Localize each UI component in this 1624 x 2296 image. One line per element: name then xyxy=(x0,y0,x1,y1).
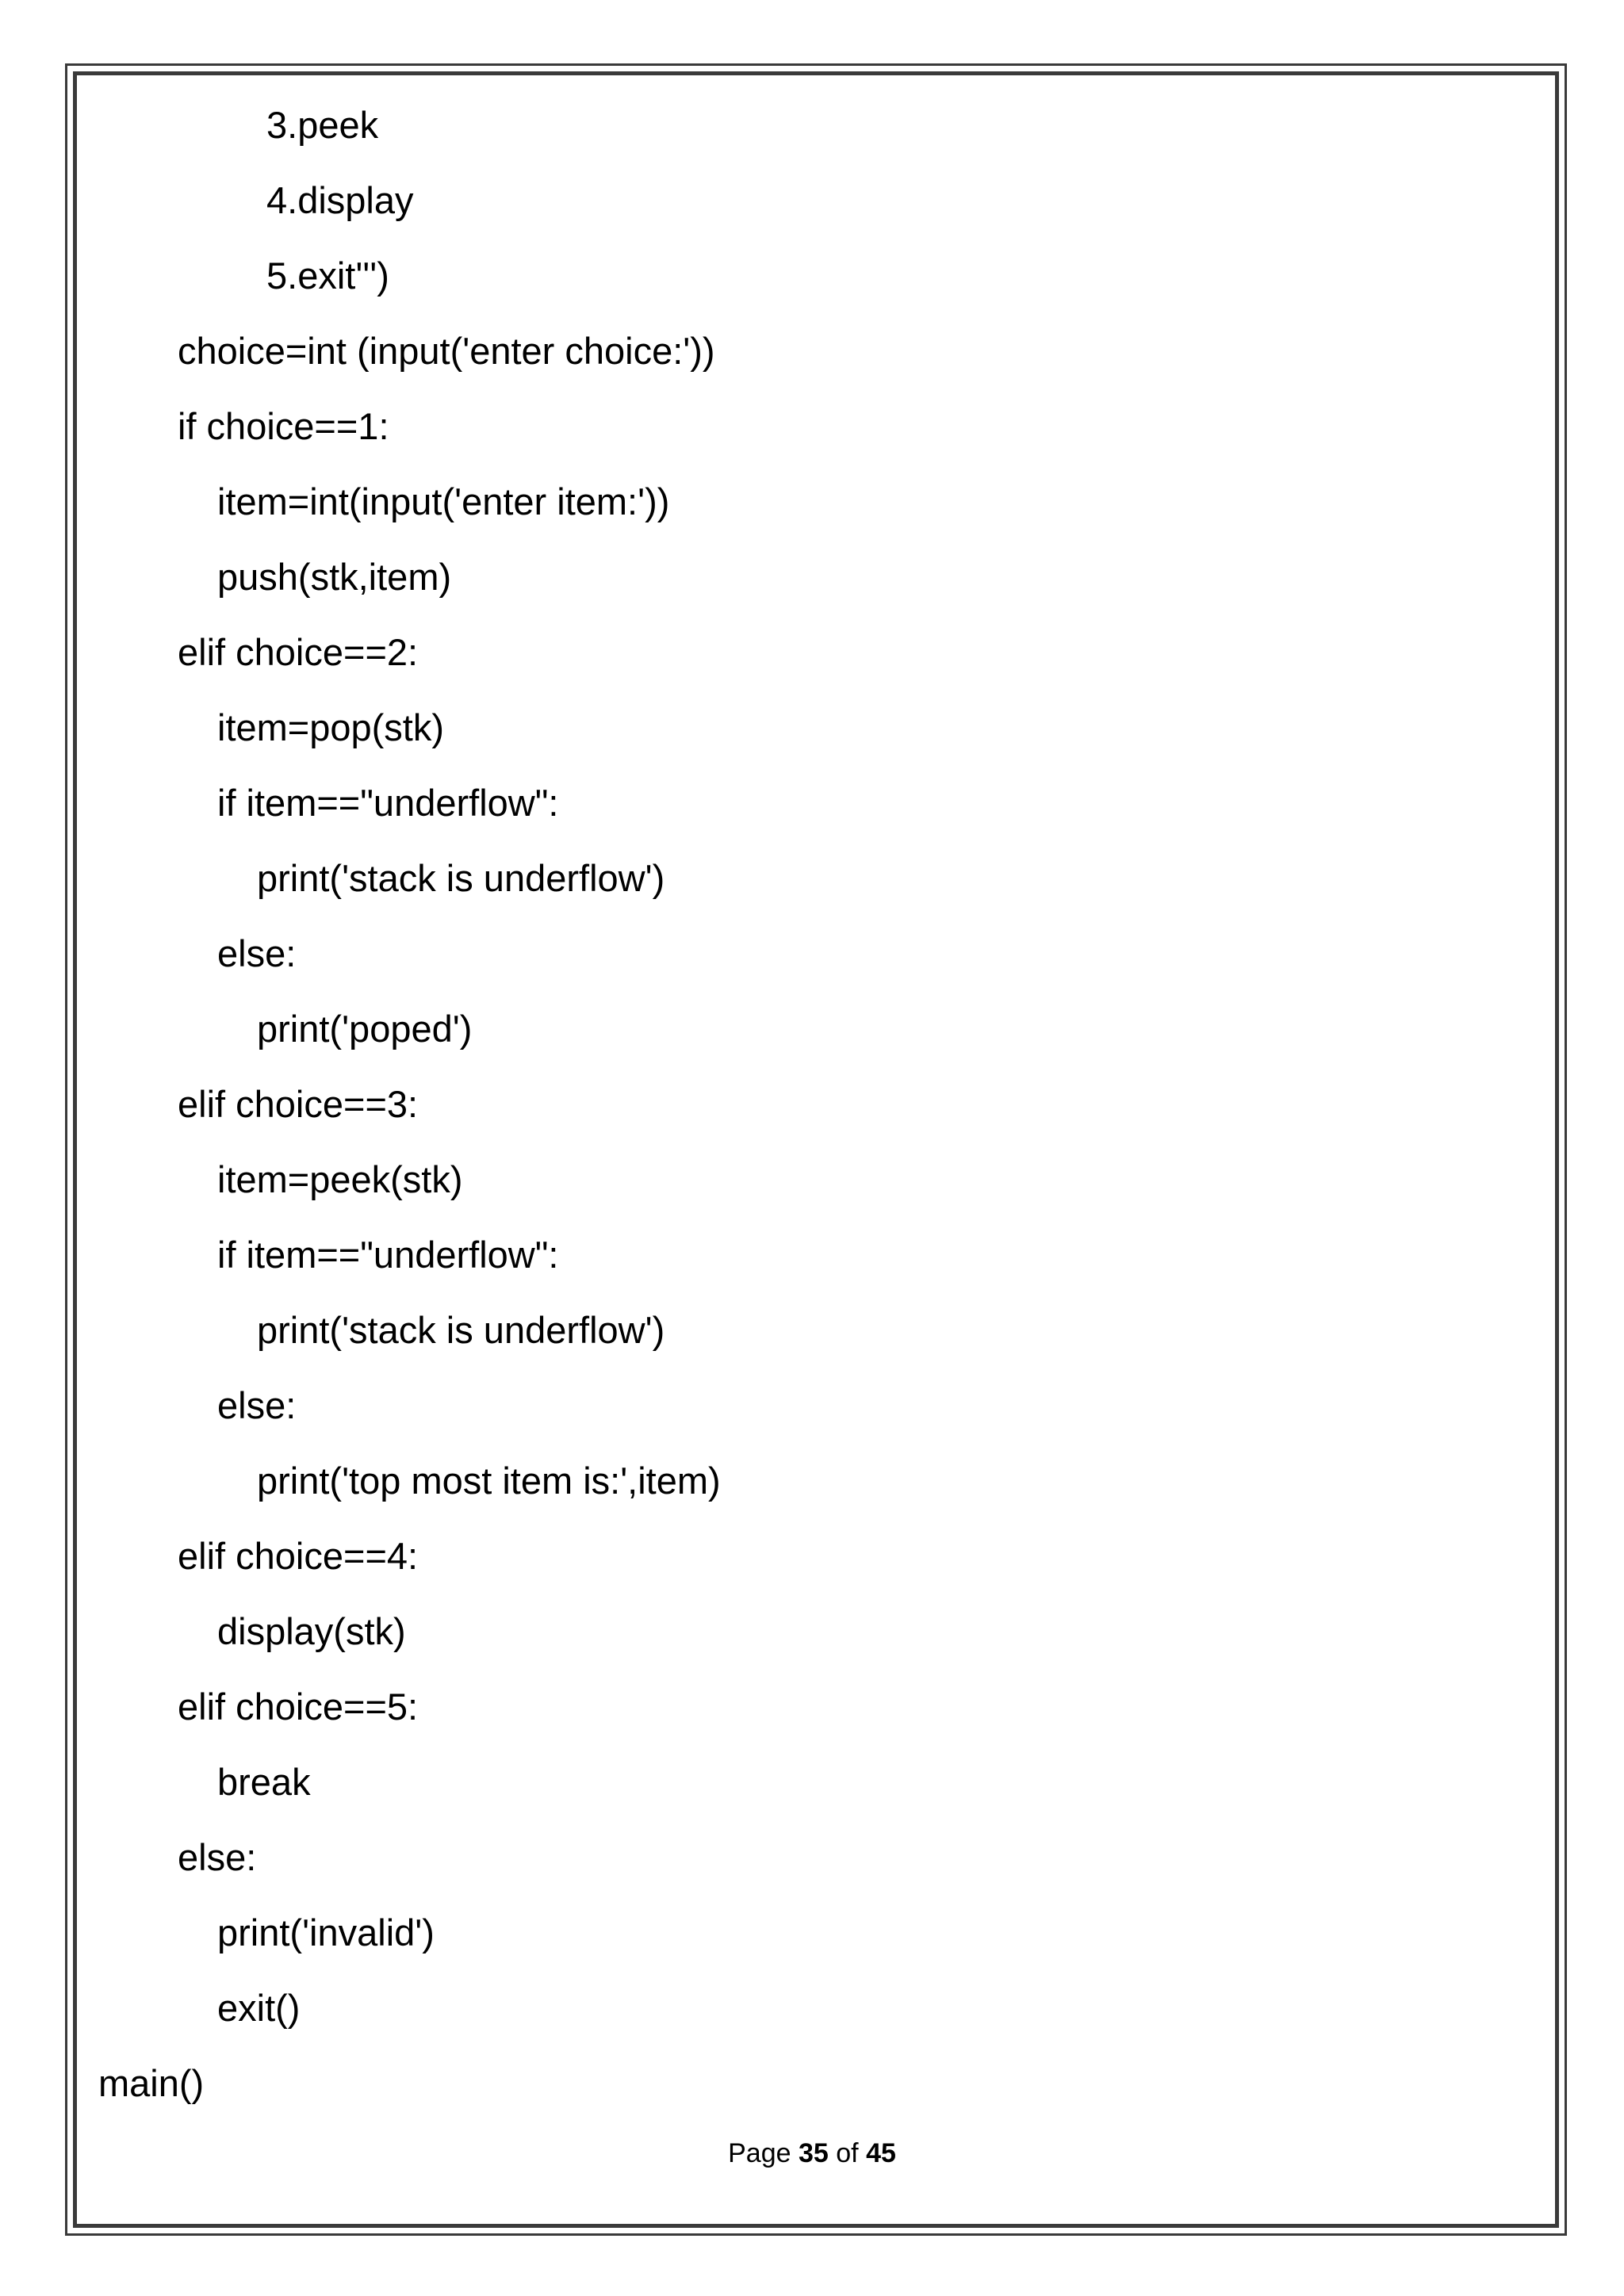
code-line: print('poped') xyxy=(257,1008,473,1050)
code-line: 5.exit''') xyxy=(266,254,389,297)
code-line: elif choice==3: xyxy=(178,1083,419,1125)
code-line: display(stk) xyxy=(217,1610,406,1652)
code-line: item=int(input('enter item:')) xyxy=(217,480,670,522)
code-line: elif choice==5: xyxy=(178,1686,419,1728)
code-line: 4.display xyxy=(266,179,414,221)
code-line: push(stk,item) xyxy=(217,556,452,598)
of-label: of xyxy=(836,2138,859,2168)
code-line: print('stack is underflow') xyxy=(257,1309,665,1351)
code-line: elif choice==2: xyxy=(178,631,419,673)
code-line: item=peek(stk) xyxy=(217,1158,463,1200)
code-line: 3.peek xyxy=(266,104,379,146)
code-line: elif choice==4: xyxy=(178,1535,419,1577)
code-line: exit() xyxy=(217,1987,301,2029)
total-page-count: 45 xyxy=(866,2138,896,2168)
code-line: else: xyxy=(217,932,297,974)
code-line: item=pop(stk) xyxy=(217,706,445,748)
page-number-footer: Page 35 of 45 xyxy=(0,2137,1624,2169)
code-line: else: xyxy=(217,1384,297,1426)
page-border-inner xyxy=(73,71,1559,2228)
code-line: else: xyxy=(178,1836,257,1878)
page-border-outer xyxy=(65,63,1567,2236)
code-line: if choice==1: xyxy=(178,405,389,447)
code-line: choice=int (input('enter choice:')) xyxy=(178,330,715,372)
page-label: Page xyxy=(728,2138,791,2168)
code-line: if item=="underflow": xyxy=(217,782,559,824)
code-line: break xyxy=(217,1761,311,1803)
code-line: print('stack is underflow') xyxy=(257,857,665,899)
code-line: print('top most item is:',item) xyxy=(257,1460,721,1502)
code-line: print('invalid') xyxy=(217,1911,435,1954)
current-page-number: 35 xyxy=(798,2138,829,2168)
code-line: if item=="underflow": xyxy=(217,1234,559,1276)
code-line: main() xyxy=(98,2062,205,2104)
